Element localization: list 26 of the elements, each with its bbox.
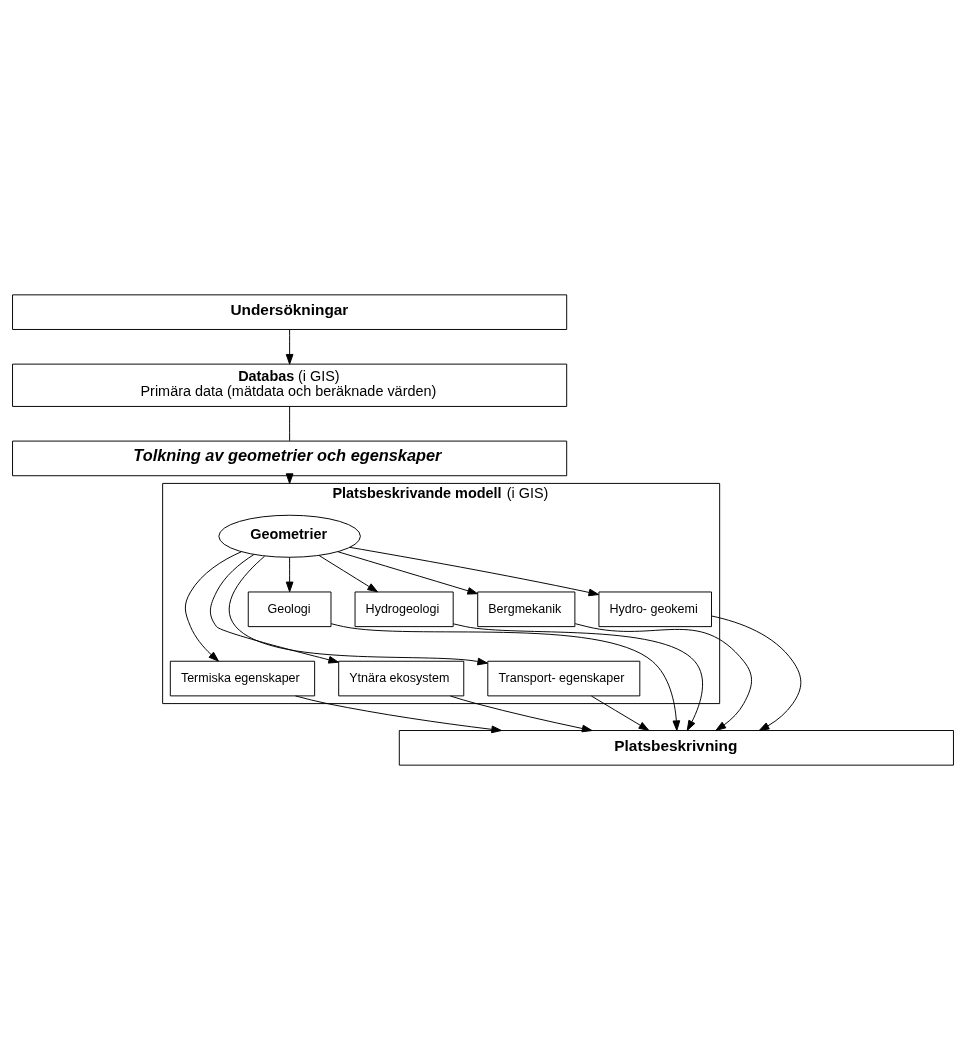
arrow	[711, 615, 802, 731]
arrow	[285, 328, 294, 365]
arrow	[590, 695, 650, 731]
node-box: Hydrogeologi	[354, 591, 454, 627]
node-box: Databas (i GIS) Primära data (mätdata och beräknade värden)	[12, 363, 568, 407]
node-box: Undersökningar	[12, 293, 568, 330]
node-ellipse: Geometrier	[218, 514, 361, 558]
arrow	[318, 554, 378, 592]
node-box: Bergmekanik	[477, 591, 576, 627]
node-box: Geologi	[247, 591, 332, 627]
arrow	[209, 553, 339, 664]
arrow	[337, 550, 478, 595]
arrow	[285, 556, 294, 592]
arrow	[574, 622, 752, 731]
arrow	[184, 550, 242, 662]
arrow	[330, 622, 681, 731]
node-box: Hydro- geokemi	[598, 591, 712, 627]
arrow	[452, 622, 704, 731]
arrow	[349, 546, 600, 596]
node-box: Termiska egenskaper	[169, 660, 316, 696]
node-box: Platsbeskrivning	[398, 729, 954, 766]
arrow	[228, 555, 488, 665]
connector	[289, 405, 291, 441]
node-box: Transport- egenskaper	[487, 660, 641, 696]
arrow	[449, 695, 593, 732]
node-box: Ytnära ekosystem	[338, 660, 465, 696]
